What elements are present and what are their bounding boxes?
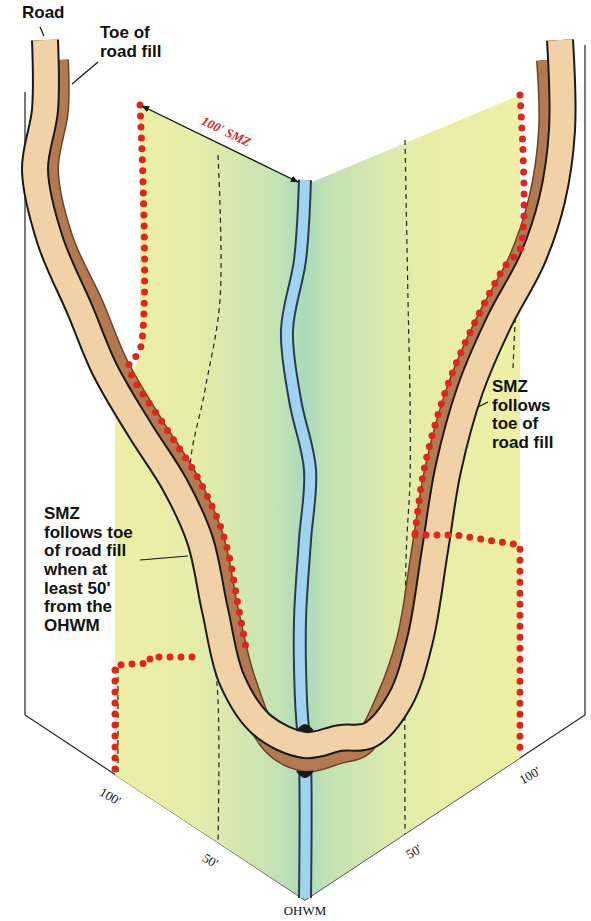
distance-label: 100' <box>517 764 543 787</box>
toe-label: Toe of road fill <box>100 24 184 61</box>
smz-boundary <box>415 95 524 535</box>
road <box>35 40 562 745</box>
stream <box>287 180 310 898</box>
culvert-inlet <box>297 725 313 731</box>
smz-boundary <box>129 105 246 648</box>
distance-label: 50' <box>200 851 220 871</box>
road-edge <box>35 40 562 745</box>
ohwm-label: OHWM <box>284 904 327 918</box>
distance-label: 50' <box>404 842 424 862</box>
leader-line <box>40 27 44 36</box>
dimension-arrow <box>142 106 298 182</box>
leader-line <box>72 62 98 84</box>
smz-width-label: 100' SMZ <box>199 114 253 150</box>
culvert-outlet <box>297 771 313 777</box>
leader-line <box>140 556 188 560</box>
road-label: Road <box>22 4 65 23</box>
leader-line <box>478 402 488 407</box>
smz-boundary <box>115 657 192 775</box>
valley-frame <box>25 45 585 900</box>
callout-note: SMZ follows toe of road fill when at lea… <box>44 505 136 636</box>
distance-label: 100' <box>97 785 123 808</box>
stream-outline <box>287 180 310 898</box>
fifty-foot-line <box>405 140 411 834</box>
smz-zone-right <box>305 95 520 900</box>
callout-note: SMZ follows toe of road fill <box>492 378 576 453</box>
smz-boundary <box>415 535 520 758</box>
